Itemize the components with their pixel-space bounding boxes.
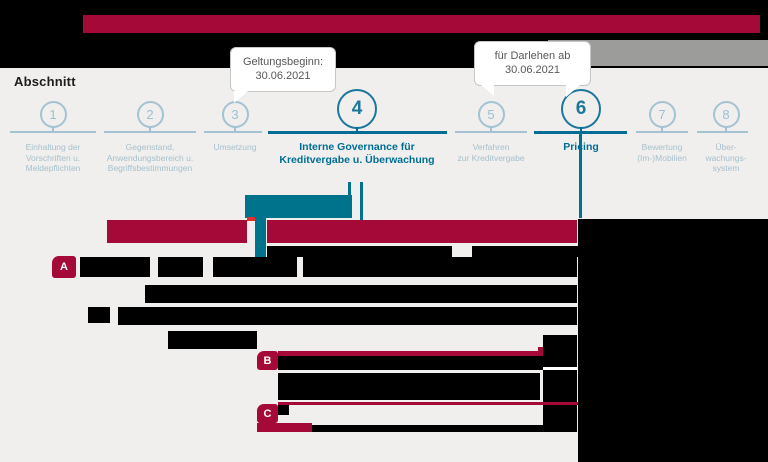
timeline-label-line: Gegenstand, [125, 142, 175, 152]
redacted-block-black [278, 373, 540, 400]
bubble-line: Geltungsbeginn: [242, 56, 324, 68]
bubble-tail-icon [566, 85, 580, 97]
redacted-block-crimson [257, 423, 312, 432]
timeline-stem-5 [490, 125, 492, 133]
timeline-rule-7 [636, 131, 688, 133]
timeline-label-line: wachungs- [705, 152, 747, 163]
timeline-label-line: Umsetzung [213, 142, 257, 152]
timeline-stem-8 [725, 125, 727, 133]
redacted-block-black [543, 405, 577, 432]
redacted-block-black [278, 405, 289, 415]
timeline-stem-6 [580, 127, 582, 133]
timeline-rule-2 [104, 131, 196, 133]
timeline-rule-3 [204, 131, 262, 133]
redacted-block-black [158, 257, 203, 277]
timeline-label-line: Interne Governance für [299, 141, 415, 153]
redacted-block-black [543, 335, 577, 367]
redacted-block-teal [245, 195, 352, 218]
timeline-rule-4 [268, 131, 447, 134]
bubble-tail-icon [481, 85, 494, 96]
redacted-block-black [312, 425, 543, 432]
timeline-label-line: Einhaltung der [25, 142, 81, 152]
redacted-block-teal [255, 218, 266, 258]
timeline-label-line: Über- [715, 142, 737, 152]
redacted-block-red [247, 217, 255, 221]
timeline-label-8: Über-wachungs-system [668, 142, 768, 174]
timeline-label-line: Kreditvergabe u. Überwachung [279, 153, 435, 166]
marker-badge-a: A [52, 256, 76, 278]
redacted-title-bar [83, 15, 760, 33]
timeline-stem-4 [356, 127, 358, 133]
timeline-rule-6 [534, 131, 627, 134]
timeline-label-line: Verfahren [472, 142, 510, 152]
redacted-block-crimson [107, 220, 247, 243]
redacted-block-black [303, 257, 577, 277]
marker-badge-b: B [257, 351, 278, 370]
speech-bubble-geltungsbeginn: Geltungsbeginn: 30.06.2021 [230, 47, 336, 92]
timeline-label-line: Meldepflichten [25, 163, 81, 173]
timeline-rule-1 [10, 131, 96, 133]
redacted-block-black [543, 370, 577, 402]
redacted-block-black [213, 257, 297, 277]
timeline-label-line: Vorschriften u. [25, 152, 81, 163]
timeline-rule-8 [697, 131, 748, 133]
timeline-label-3: Umsetzung [177, 142, 293, 153]
redacted-block-crimson [267, 220, 577, 243]
redacted-block-black [88, 307, 110, 323]
redacted-block-white [543, 367, 577, 370]
timeline-label-line: system [712, 163, 740, 173]
redacted-block-black [145, 285, 577, 303]
timeline-stem-2 [149, 125, 151, 133]
marker-badge-c: C [257, 404, 278, 423]
redacted-block-crimson [538, 347, 546, 352]
bubble-line: 30.06.2021 [255, 70, 311, 82]
timeline-label-7: Bewertung(Im-)Mobilien [604, 142, 720, 163]
redacted-block-black [278, 356, 543, 370]
timeline-rule-5 [455, 131, 527, 133]
redacted-block-black [168, 331, 257, 349]
redacted-block-teal [360, 182, 363, 222]
redacted-block-black [118, 307, 577, 325]
bubble-line: 30.06.2021 [504, 64, 561, 76]
timeline-stem-3 [234, 125, 236, 133]
bubble-line: für Darlehen ab [494, 50, 571, 62]
redacted-block-crimson [278, 351, 543, 356]
redacted-block-teal [579, 133, 582, 218]
redacted-block-teal [348, 182, 351, 196]
redacted-block-black [267, 246, 452, 257]
redacted-block-black [578, 219, 768, 462]
section-heading: Abschnitt [14, 74, 76, 89]
timeline-stem-7 [661, 125, 663, 133]
timeline-label-line: zur Kreditvergabe [457, 152, 525, 163]
redacted-block-black [472, 246, 578, 257]
timeline-stem-1 [52, 125, 54, 133]
timeline-label-line: Bewertung [641, 142, 683, 152]
timeline-label-line: (Im-)Mobilien [637, 152, 687, 163]
timeline-label-line: Begriffsbestimmungen [107, 163, 193, 173]
speech-bubble-darlehen: für Darlehen ab 30.06.2021 [474, 41, 591, 86]
redacted-block-black [80, 257, 150, 277]
bubble-tail-icon [234, 91, 248, 103]
redacted-block-crimson [278, 402, 578, 405]
timeline-label-line: Anwendungsbereich u. [106, 152, 194, 163]
timeline-label-2: Gegenstand,Anwendungsbereich u.Begriffsb… [92, 142, 208, 174]
